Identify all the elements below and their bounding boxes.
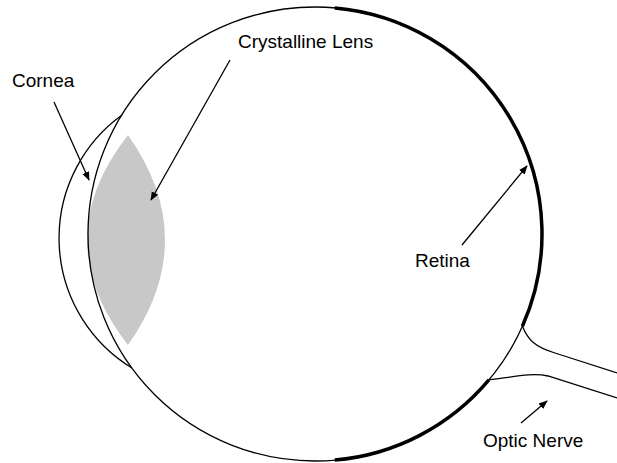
leader-arrow bbox=[54, 102, 89, 180]
leader-arrow bbox=[521, 401, 547, 423]
part-label: Cornea bbox=[12, 70, 74, 92]
retina-arc bbox=[335, 380, 489, 460]
optic-nerve-line bbox=[522, 326, 617, 373]
optic-nerve-line bbox=[489, 375, 617, 398]
part-label: Retina bbox=[415, 250, 470, 272]
leader-arrow bbox=[462, 166, 527, 245]
part-label: Crystalline Lens bbox=[238, 31, 373, 53]
cornea-outline bbox=[59, 115, 132, 368]
eyeball-outline bbox=[88, 7, 542, 461]
part-label: Optic Nerve bbox=[483, 430, 583, 452]
leader-arrow bbox=[151, 60, 230, 200]
retina-arc bbox=[335, 8, 542, 326]
